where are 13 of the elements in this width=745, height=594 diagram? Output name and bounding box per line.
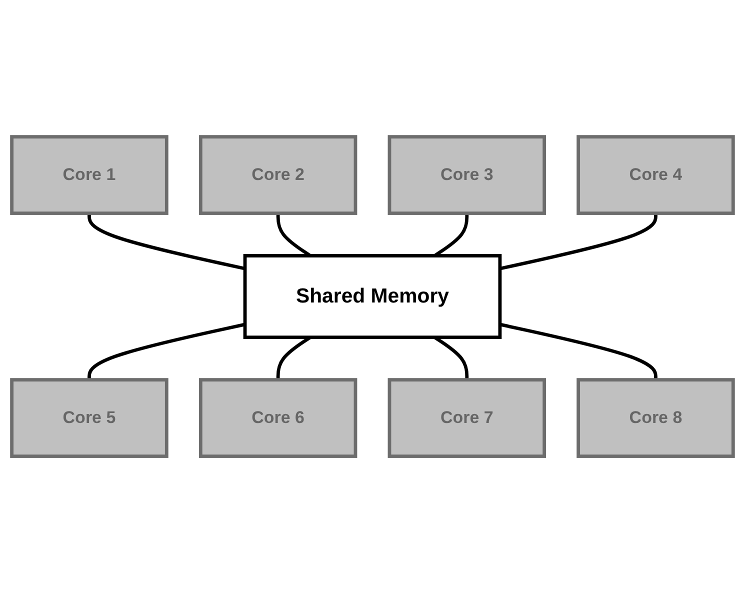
node-box: Core 8 — [576, 378, 735, 458]
node-box: Shared Memory — [243, 254, 502, 340]
connector — [88, 214, 246, 271]
connector — [500, 323, 658, 380]
connector — [500, 214, 658, 271]
node-box: Core 4 — [576, 136, 735, 216]
node-box: Core 7 — [388, 378, 546, 458]
node-box: Core 3 — [388, 136, 546, 216]
connector — [88, 323, 246, 380]
node-box: Core 6 — [198, 378, 358, 458]
node-box: Core 5 — [10, 378, 168, 458]
node-box: Core 2 — [198, 136, 358, 216]
node-box: Core 1 — [10, 136, 168, 216]
